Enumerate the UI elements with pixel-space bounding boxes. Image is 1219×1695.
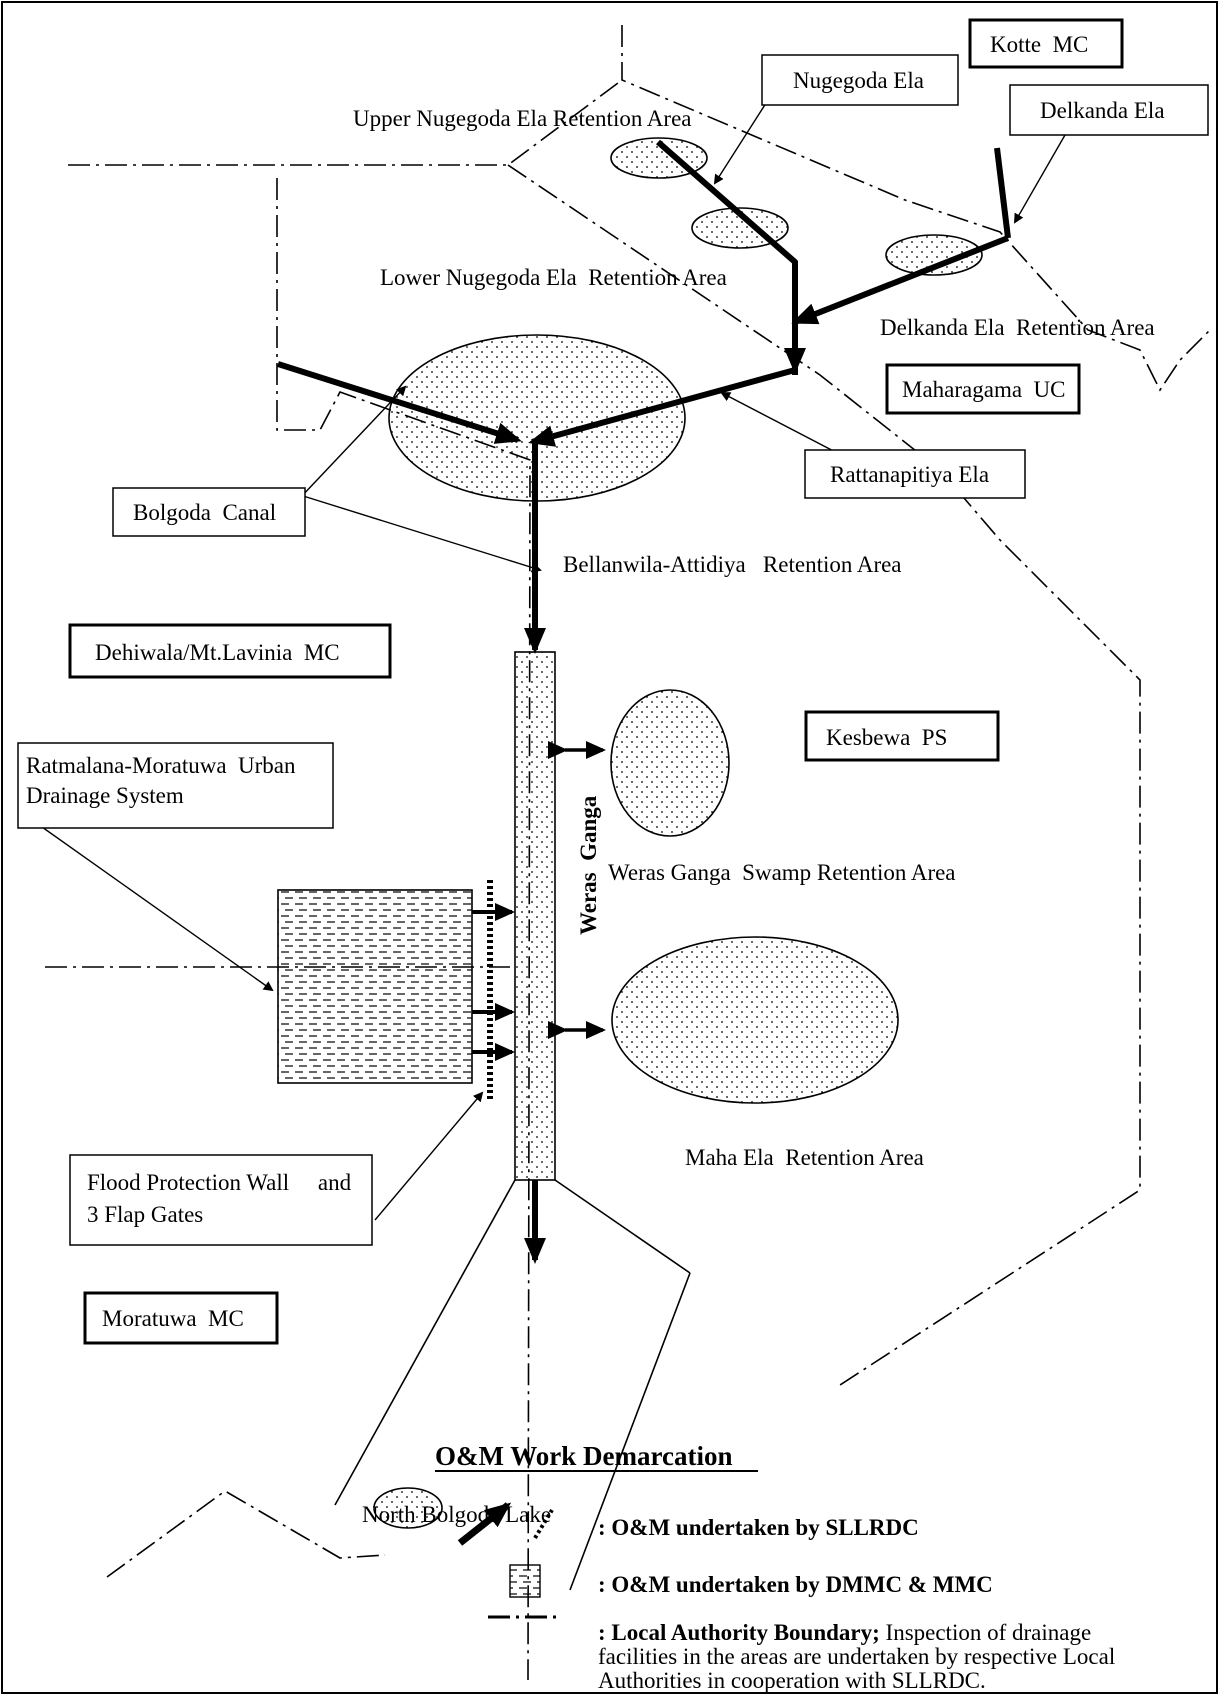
legend-title: O&M Work Demarcation [435,1441,732,1471]
ratmalana-drainage-block [277,889,473,1084]
legend-canal-arrow-symbol [457,1502,512,1546]
bellanwila-retention-label: Bellanwila-Attidiya Retention Area [563,552,902,577]
maharagama-uc-label: Maharagama UC [902,377,1066,402]
rattanapitiya-ela-box [804,449,1026,499]
dehiwala-mc-box [68,623,392,679]
maharagama-uc-box [885,363,1081,415]
nugegoda-ela-label: Nugegoda Ela [793,68,924,93]
kesbewa-ps-box [804,710,1000,762]
upper-nugegoda-retention-label: Upper Nugegoda Ela Retention Area [353,106,692,131]
moratuwa-mc-box [83,1291,279,1345]
delkanda-retention-label: Delkanda Ela Retention Area [880,315,1155,340]
flood-protection-box [69,1154,373,1246]
lower-nugegoda-retention-label: Lower Nugegoda Ela Retention Area [380,265,727,290]
bolgoda-canal-box [112,487,306,537]
moratuwa-mc-label: Moratuwa MC [102,1306,244,1331]
delkanda-ela-label: Delkanda Ela [1040,98,1165,123]
dehiwala-mc-label: Dehiwala/Mt.Lavinia MC [95,640,340,665]
legend: O&M Work Demarcation : O&M undertaken by… [373,1441,1115,1693]
kotte-mc-box [968,18,1124,69]
legend-row3-text: : Local Authority Boundary; Inspection o… [598,1620,1091,1645]
weras-swamp-retention-label: Weras Ganga Swamp Retention Area [608,860,956,885]
legend-row2-text: : O&M undertaken by DMMC & MMC [598,1572,993,1597]
flood-protection-label-line1: Flood Protection Wall and [87,1170,352,1195]
legend-row3-line2: facilities in the areas are undertaken b… [598,1644,1115,1669]
delkanda-retention-area [885,234,983,276]
ratmalana-box [17,742,334,829]
rattanapitiya-ela-label: Rattanapitiya Ela [830,462,989,487]
double-arrows [548,741,606,1039]
ratmalana-label-line2: Drainage System [26,783,184,808]
ratmalana-label-line1: Ratmalana-Moratuwa Urban [26,753,296,778]
weras-swamp-retention-area [610,689,730,837]
maha-ela-retention-area [611,936,899,1104]
delkanda-ela-box [1009,84,1209,136]
flood-protection-label-line2: 3 Flap Gates [87,1202,203,1227]
flap-gate-arrows [472,903,515,1061]
main-canals [277,139,1011,1264]
legend-dmmc-symbol [509,1564,541,1598]
boxes [17,18,1209,1345]
legend-row1-text: : O&M undertaken by SLLRDC [598,1515,919,1540]
kotte-mc-label: Kotte MC [990,32,1088,57]
lake-outlet-lines [334,1179,691,1591]
weras-ganga-label: Weras Ganga [576,795,601,935]
retention-areas [388,137,983,1104]
bolgoda-canal-label: Bolgoda Canal [133,500,276,525]
kesbewa-ps-label: Kesbewa PS [826,725,947,750]
legend-retention-symbol [373,1487,443,1529]
upper-nugegoda-retention-area [610,137,708,179]
maha-ela-retention-label: Maha Ela Retention Area [685,1145,924,1170]
nugegoda-ela-box [761,54,959,106]
weras-ganga-channel [514,651,556,1181]
legend-row3-line3: Authorities in cooperation with SLLRDC. [598,1668,986,1693]
